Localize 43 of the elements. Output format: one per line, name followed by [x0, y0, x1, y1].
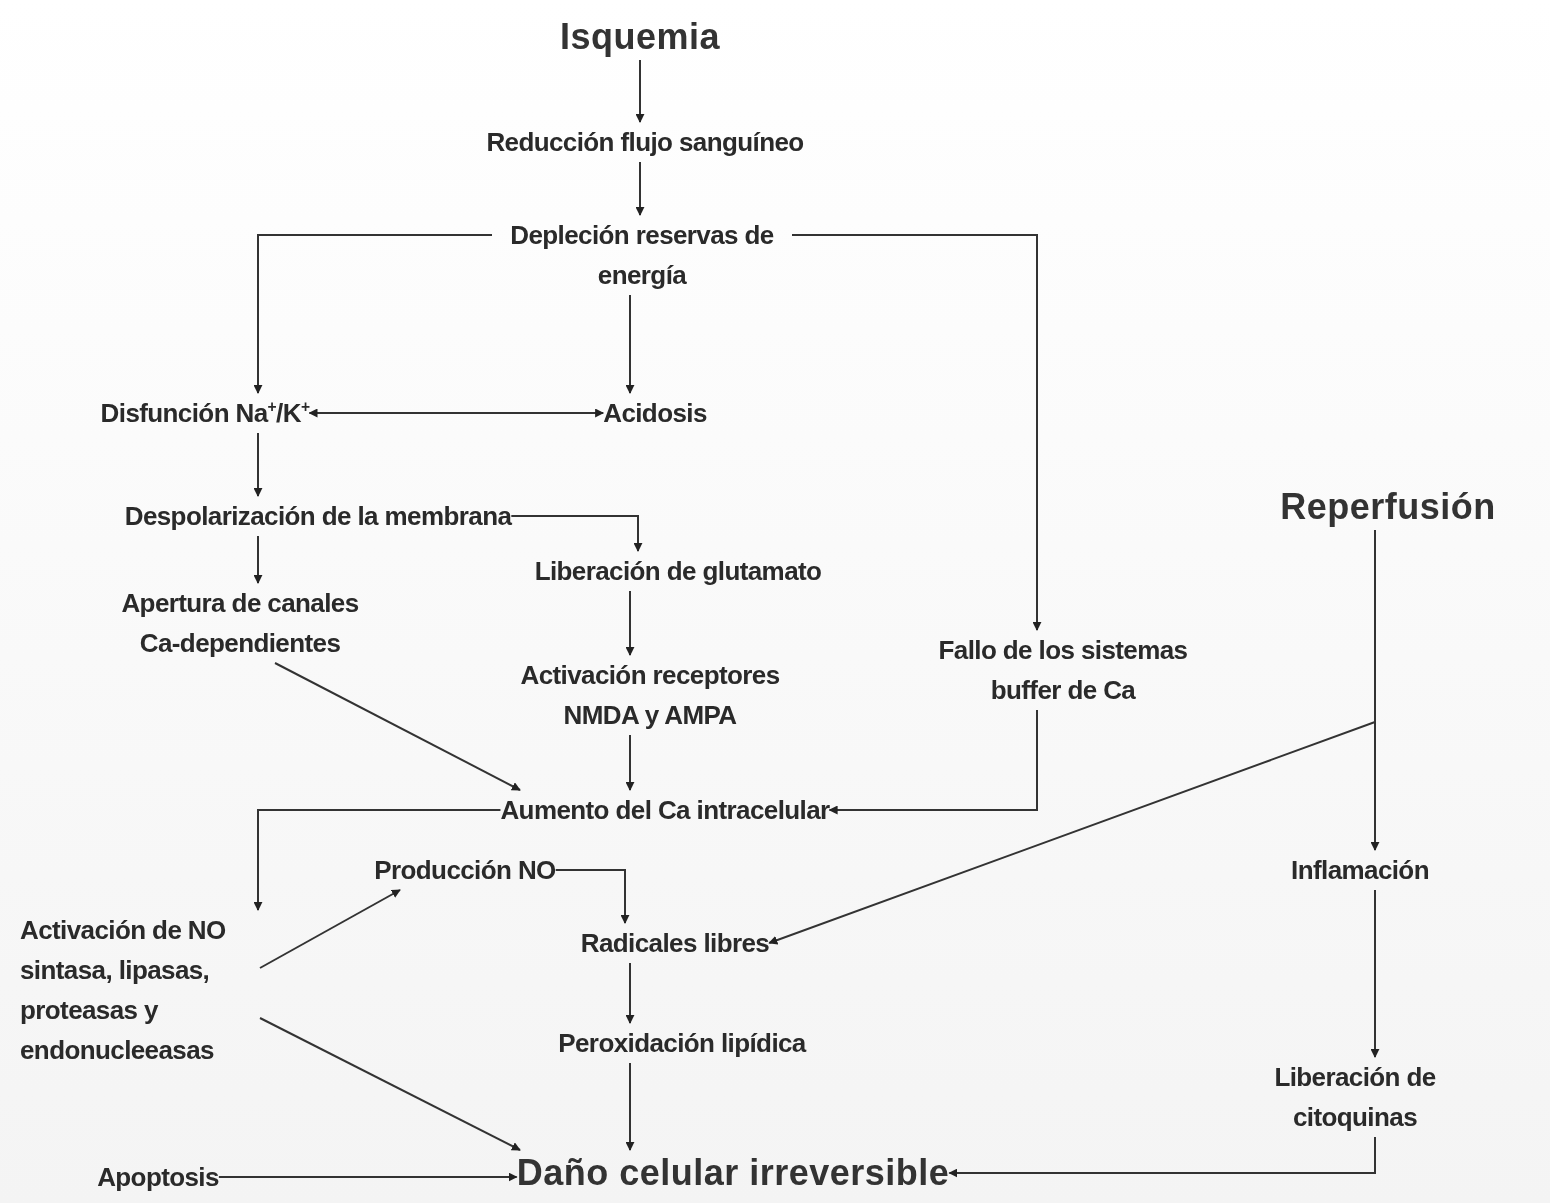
- arrow: [635, 161, 645, 216]
- step-label: Liberación de citoquinas: [1257, 1057, 1453, 1137]
- step-label: Reperfusión: [1280, 484, 1496, 530]
- arrow: [253, 535, 263, 584]
- step-label: Despolarización de la membrana: [124, 496, 512, 536]
- arrow: [554, 869, 630, 924]
- step-label: Peroxidación lipídica: [558, 1023, 806, 1063]
- step-label: Acidosis: [603, 393, 707, 433]
- arrow: [791, 234, 1042, 631]
- step-label: Activación receptores NMDA y AMPA: [500, 655, 800, 735]
- arrow: [625, 962, 635, 1024]
- arrow: [1370, 889, 1380, 1058]
- step-label: Activación de NO sintasa, lipasas, proteasas y endonucleeasas: [20, 910, 260, 1070]
- arrow: [625, 590, 635, 656]
- step-label: Fallo de los sistemas buffer de Ca: [913, 630, 1213, 710]
- step-label: Producción NO: [374, 850, 556, 890]
- arrow: [253, 432, 263, 497]
- step-label: Daño celular irreversible: [516, 1150, 950, 1196]
- arrow: [948, 1136, 1376, 1178]
- step-label: Disfunción Na$^{+}$/K$^{+}$: [100, 393, 310, 433]
- step-label: Liberación de glutamato: [534, 551, 822, 591]
- step-label: Inflamación: [1291, 850, 1429, 890]
- arrow: [253, 809, 502, 911]
- arrow: [259, 1017, 521, 1151]
- arrow: [768, 529, 1376, 945]
- step-label: Isquemia: [559, 14, 721, 60]
- arrow: [259, 889, 401, 969]
- step-label: Radicales libres: [580, 923, 770, 963]
- step-label: Aumento del Ca intracelular: [500, 790, 830, 830]
- step-label: Apertura de canales Ca-dependientes: [105, 583, 375, 663]
- arrow: [625, 1062, 635, 1151]
- arrow: [625, 294, 635, 394]
- arrow: [253, 234, 493, 394]
- arrow: [510, 515, 643, 552]
- arrow: [625, 734, 635, 791]
- step-label: Apoptosis: [97, 1157, 219, 1197]
- arrow: [828, 709, 1038, 815]
- step-label: Reducción flujo sanguíneo: [486, 122, 804, 162]
- step-label: Depleción reservas de energía: [492, 215, 792, 295]
- arrow: [274, 662, 521, 791]
- arrow: [308, 408, 605, 418]
- arrow: [217, 1172, 518, 1182]
- arrow: [635, 59, 645, 123]
